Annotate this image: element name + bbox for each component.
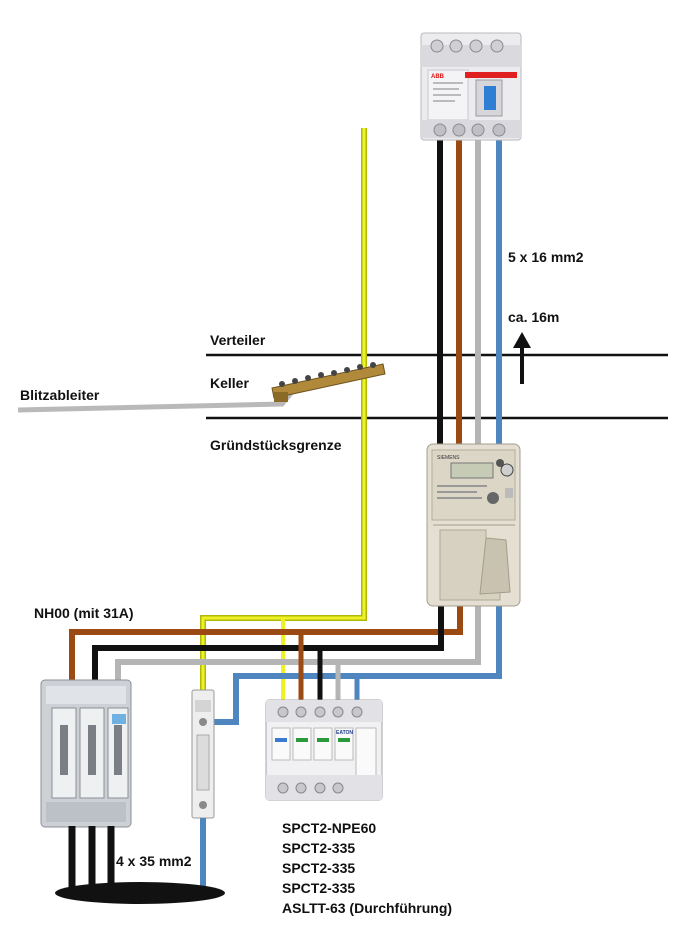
blitzableiter-label: Blitzableiter [20,387,100,403]
spd-list-item: SPCT2-335 [282,840,355,856]
ground-cable-entry [55,882,225,904]
direction-arrow-icon [513,332,531,384]
distance-label: ca. 16m [508,309,559,325]
wire-blue-dist [203,600,502,725]
nh00-label: NH00 (mit 31A) [34,605,134,621]
surge-protection-device: EATON [265,699,383,801]
cable-bottom-label: 4 x 35 mm2 [116,853,192,869]
rcd-device: ABB [420,32,522,141]
wire-black-dist [92,600,444,692]
verteiler-label: Verteiler [210,332,266,348]
spd-list-item: SPCT2-NPE60 [282,820,376,836]
keller-label: Keller [210,375,249,391]
wire-grey-dist [115,600,481,692]
earthing-busbar [271,362,386,402]
spd-list-item: SPCT2-335 [282,880,355,896]
lightning-conductor-wire [17,390,294,413]
meter-brand-label: SIEMENS [437,455,460,461]
spd-brand-label: EATON [336,730,353,736]
wire-brown-dist [69,600,463,692]
nh00-fuse-switch [40,679,132,828]
neutral-terminal-block [191,689,215,819]
electricity-meter: SIEMENS [426,443,521,607]
spd-list-item: SPCT2-335 [282,860,355,876]
rcd-brand-label: ABB [431,74,445,80]
cable-top-label: 5 x 16 mm2 [508,249,584,265]
pe-wire [200,128,367,700]
spd-list-item: ASLTT-63 (Durchführung) [282,900,452,916]
property-boundary-label: Gründstücksgrenze [210,437,342,453]
pe-wire-highlight [201,128,366,700]
